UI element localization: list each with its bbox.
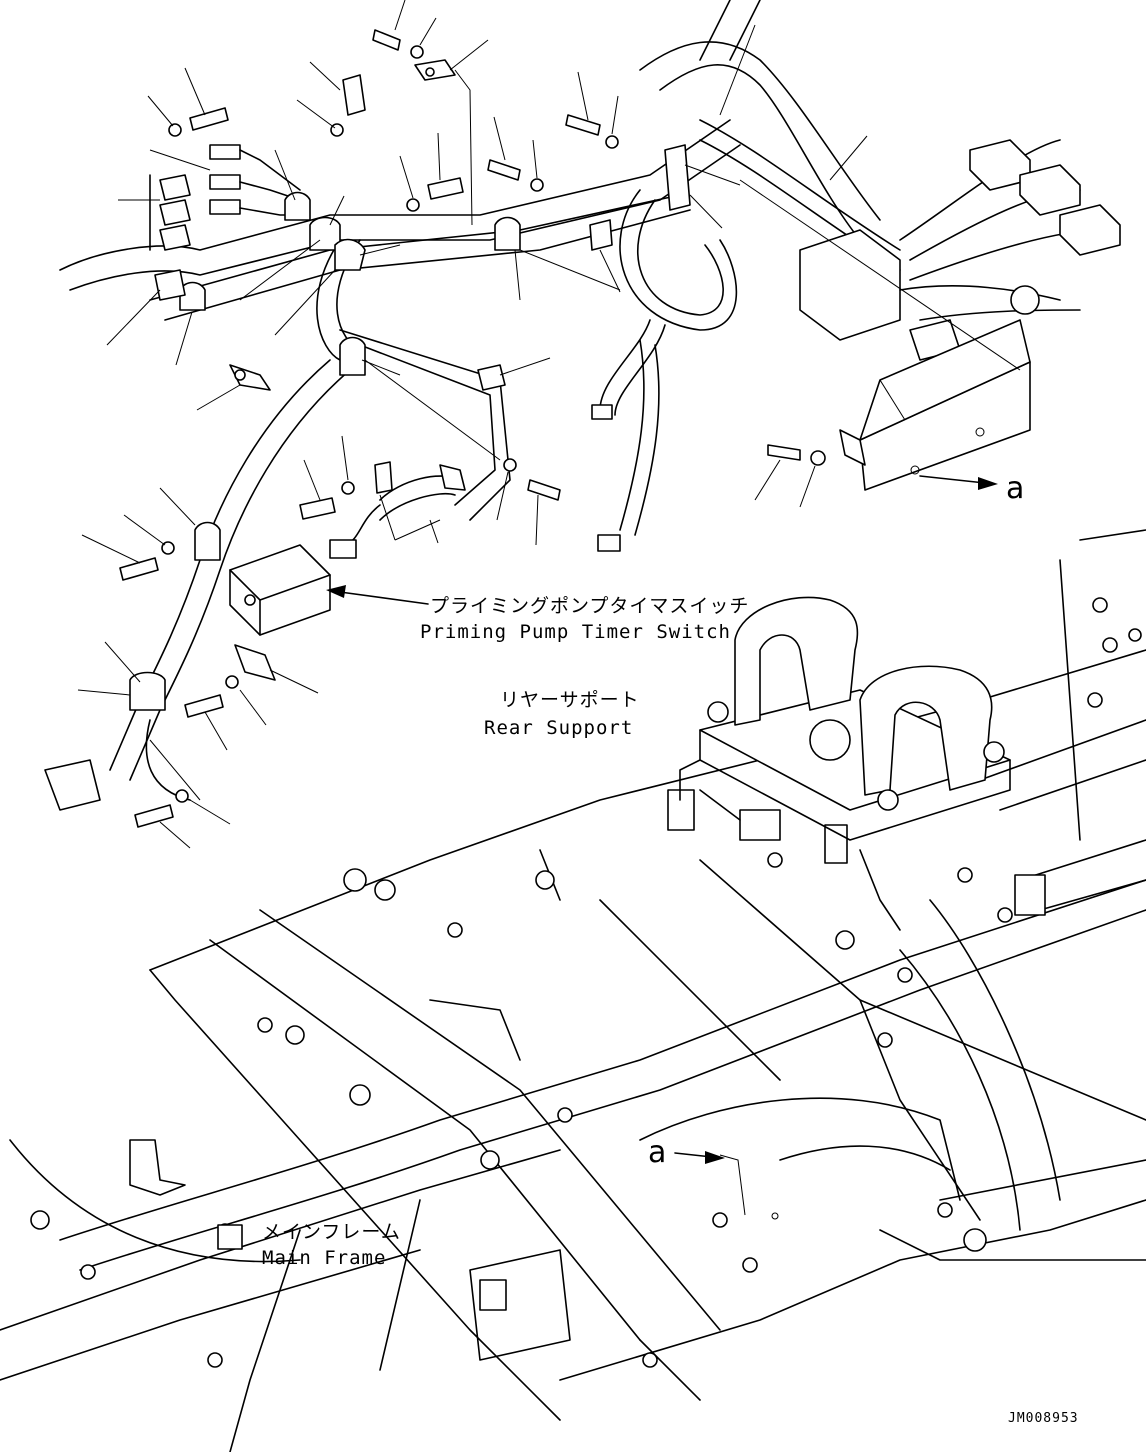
leader-lines (77, 0, 1021, 1220)
main-frame-label-jp: メインフレーム (262, 1221, 401, 1243)
wiring-harness (44, 0, 1121, 811)
cover-plate (839, 319, 1031, 491)
clamps-and-fasteners (119, 29, 826, 828)
priming-pump-timer-switch-label-jp: プライミングポンプタイマスイッチ (430, 595, 749, 617)
rear-support-label-jp: リヤーサポート (500, 689, 640, 711)
rear-support-bracket (679, 596, 1011, 931)
rear-support-label-en: Rear Support (484, 717, 633, 739)
drawing-code: JM008953 (1008, 1411, 1079, 1426)
priming-pump-timer-switch-label-en: Priming Pump Timer Switch (420, 621, 731, 643)
frame-bosses (30, 597, 1142, 1368)
callout-a-bottom: a (648, 1135, 666, 1170)
main-frame-structure (0, 529, 1146, 1452)
callout-a-top: a (1006, 471, 1024, 506)
main-frame-label-en: Main Frame (262, 1247, 386, 1269)
arrows (326, 475, 998, 1164)
timer-switch-box (229, 544, 331, 636)
